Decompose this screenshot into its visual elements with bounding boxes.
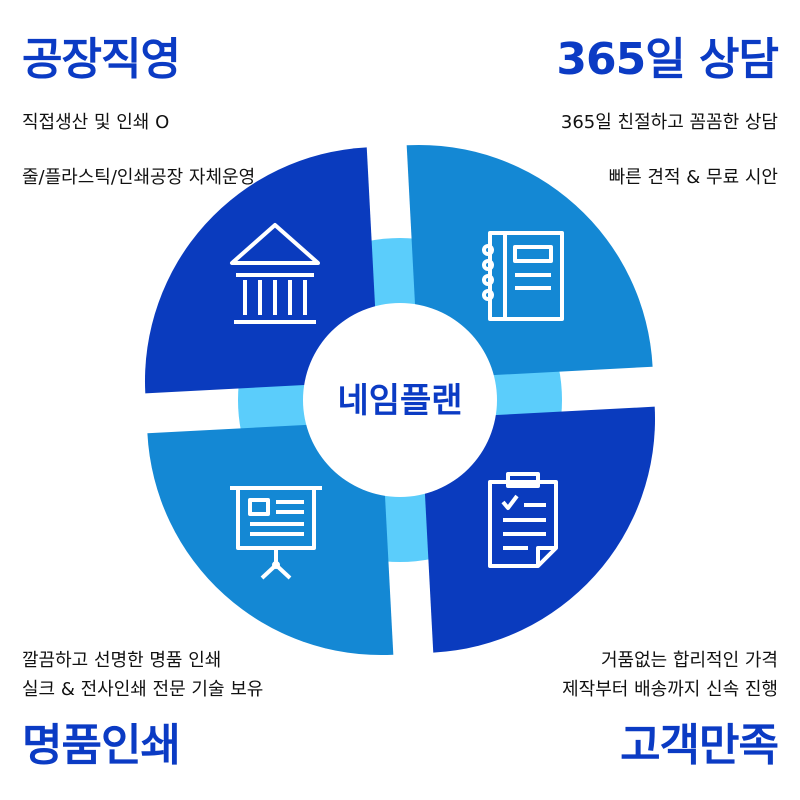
quadrant-desc-line: 빠른 견적 & 무료 시안 — [608, 167, 778, 188]
quadrant-desc-line: 실크 & 전사인쇄 전문 기술 보유 — [22, 679, 264, 700]
quadrant-title-customer-satisfaction: 고객만족 — [620, 720, 779, 771]
quadrant-text-bottom-left: 깔끔하고 선명한 명품 인쇄 실크 & 전사인쇄 전문 기술 보유 명품인쇄 — [22, 646, 263, 768]
quadrant-desc-line: 거품없는 합리적인 가격 — [600, 650, 778, 671]
quadrant-segment-bottom-left — [147, 421, 394, 656]
quadrant-segment-top-left — [144, 147, 379, 394]
presentation-board-icon — [230, 486, 322, 580]
quadrant-title-premium-print: 명품인쇄 — [22, 720, 181, 771]
quadrant-desc-line: 365일 친절하고 꼼꼼한 상담 — [560, 112, 778, 133]
center-circle — [303, 303, 497, 497]
quadrant-text-top-right: 365일 상담 365일 친절하고 꼼꼼한 상담 빠른 견적 & 무료 시안 — [556, 34, 779, 192]
quadrant-segment-bottom-right — [421, 406, 656, 653]
clipboard-checklist-icon — [488, 472, 558, 568]
notebook-icon — [482, 231, 564, 321]
center-label: 네임플랜 — [337, 381, 462, 421]
quadrant-desc-line: 깔끔하고 선명한 명품 인쇄 — [22, 650, 222, 671]
quadrant-desc-line: 제작부터 배송까지 신속 진행 — [562, 679, 778, 700]
quadrant-desc-line: 직접생산 및 인쇄 O — [22, 112, 170, 133]
bank-building-icon — [230, 223, 320, 324]
quadrant-text-top-left: 공장직영 직접생산 및 인쇄 O 줄/플라스틱/인쇄공장 자체운영 — [22, 38, 255, 192]
quadrant-title-factory: 공장직영 — [22, 34, 181, 85]
quadrant-title-consulting: 365일 상담 — [556, 34, 779, 85]
quadrant-desc-line: 줄/플라스틱/인쇄공장 자체운영 — [22, 167, 256, 188]
quadrant-text-bottom-right: 거품없는 합리적인 가격 제작부터 배송까지 신속 진행 고객만족 — [562, 646, 779, 771]
